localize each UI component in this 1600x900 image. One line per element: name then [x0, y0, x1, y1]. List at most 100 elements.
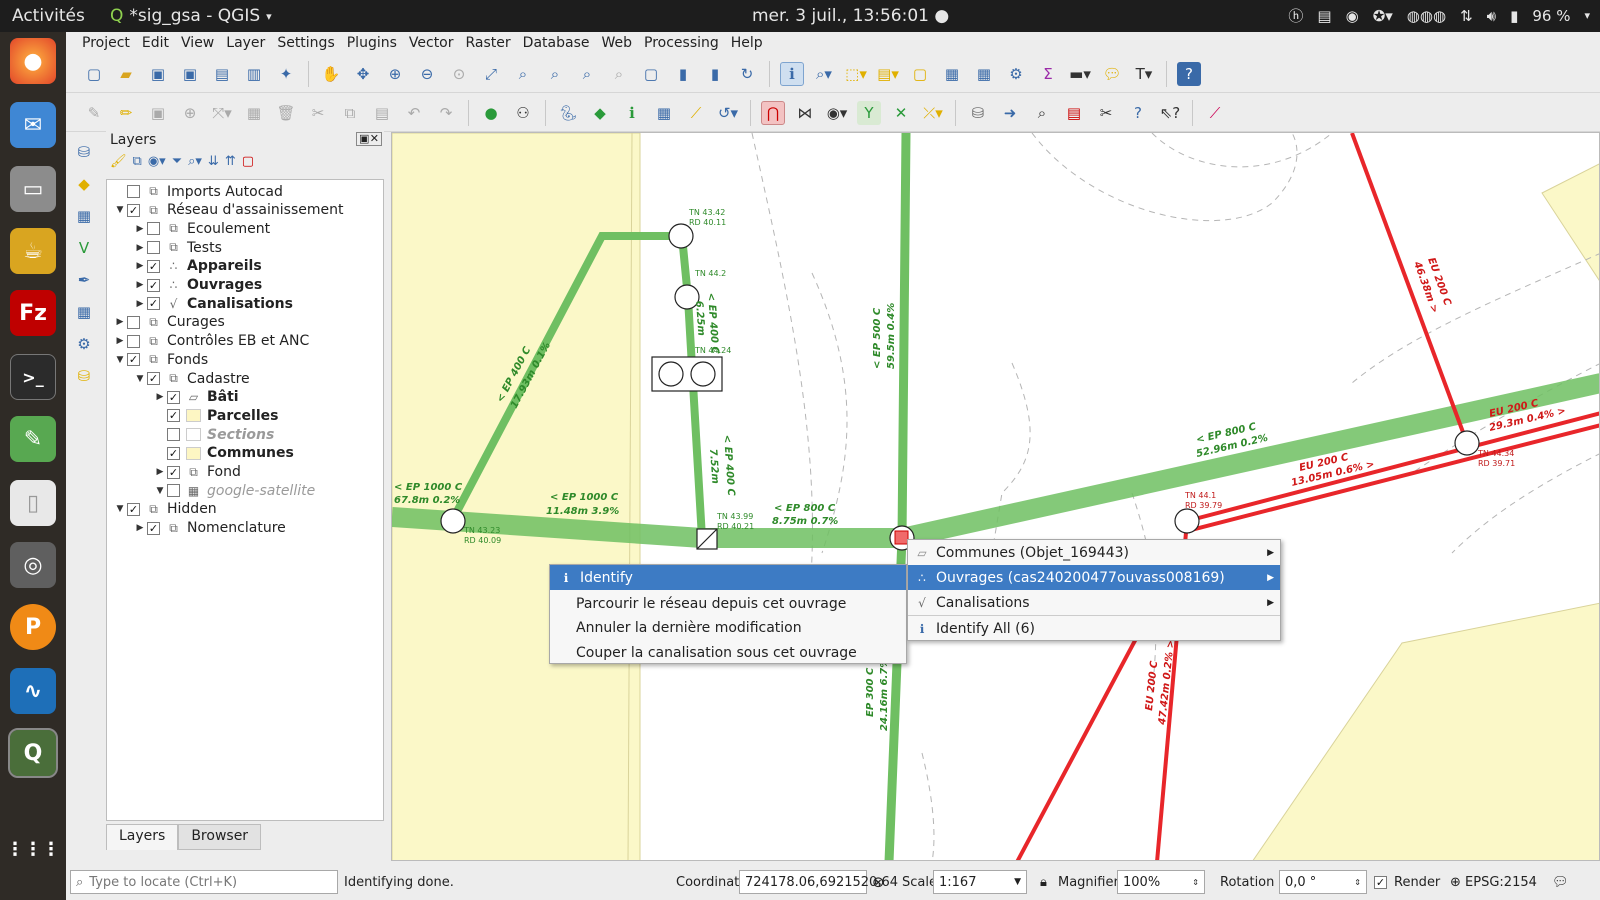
arrow-right-icon[interactable]: ➜: [1003, 103, 1017, 122]
merge-icon[interactable]: ⤫▾: [923, 103, 943, 122]
layer-visibility-checkbox[interactable]: [147, 241, 160, 255]
menu-settings[interactable]: Settings: [277, 35, 335, 51]
select-by-value-icon[interactable]: ▤▾: [877, 64, 899, 83]
pan-to-selection-icon[interactable]: ✥: [356, 64, 370, 83]
terminal-icon[interactable]: >_: [10, 354, 56, 400]
expand-arrow-icon[interactable]: ▶: [116, 336, 124, 347]
lock-icon[interactable]: 🔒︎: [1040, 874, 1047, 890]
layer-tree-row[interactable]: ▶⧉Contrôles EB et ANC: [113, 332, 310, 351]
firefox-icon[interactable]: ●: [10, 38, 56, 84]
refresh-icon[interactable]: ↻: [740, 64, 754, 83]
menu-project[interactable]: Project: [82, 35, 130, 51]
show-bookmarks-icon[interactable]: ▮: [710, 64, 720, 83]
render-checkbox[interactable]: ✓: [1374, 875, 1387, 889]
help-book-icon[interactable]: ?: [1177, 61, 1201, 86]
pan-icon[interactable]: ✋: [321, 64, 341, 83]
expand-arrow-icon[interactable]: ▶: [136, 223, 144, 234]
pdf-icon[interactable]: ▤: [1066, 103, 1082, 122]
redo-icon[interactable]: ↷: [439, 103, 453, 122]
apps-grid-icon[interactable]: ⋮⋮⋮: [6, 838, 60, 860]
layer-tree-row[interactable]: ▶✓⧉Nomenclature: [133, 519, 286, 538]
layer-visibility-checkbox[interactable]: ✓: [147, 521, 160, 535]
rotate-icon[interactable]: ↺▾: [717, 103, 739, 122]
layer-tree-row[interactable]: ▼✓⧉Fonds: [113, 350, 209, 369]
layer-tree-row[interactable]: ▶✓∴Ouvrages: [133, 276, 263, 295]
layer-tree-row[interactable]: ▶✓√Canalisations: [133, 294, 293, 313]
vertex-tool-icon[interactable]: ⤧▾: [212, 103, 232, 122]
add-wfs-icon[interactable]: ⚙: [77, 335, 91, 353]
menu-plugins[interactable]: Plugins: [346, 35, 397, 51]
thunderbird-icon[interactable]: ✉: [10, 102, 56, 148]
add-raster-layer-icon[interactable]: ▦: [76, 207, 92, 225]
current-edits-icon[interactable]: ✎: [87, 103, 101, 122]
select-features-icon[interactable]: ⬚▾: [845, 64, 867, 83]
add-vector-layer-icon[interactable]: ◆: [78, 175, 90, 193]
deselect-icon[interactable]: ▢: [912, 64, 928, 83]
scale-combo[interactable]: 1:167▼: [933, 870, 1027, 894]
clipboard-icon[interactable]: ▤: [1317, 6, 1332, 25]
identify-icon[interactable]: ℹ: [780, 61, 804, 86]
add-group-icon[interactable]: ⧉: [132, 154, 142, 169]
attribute-table-icon[interactable]: ▦: [944, 64, 960, 83]
layer-visibility-checkbox[interactable]: ✓: [127, 502, 140, 516]
layer-tree-row[interactable]: ✓Communes: [153, 444, 294, 463]
info-plugin-icon[interactable]: ℹ: [629, 103, 635, 122]
layer-visibility-checkbox[interactable]: ✓: [167, 390, 180, 404]
save-project-icon[interactable]: ▣: [150, 64, 166, 83]
zoom-selection-icon[interactable]: ⌕: [518, 64, 528, 83]
open-project-icon[interactable]: ▰: [120, 64, 132, 83]
annotation-icon[interactable]: 💬︎: [1102, 64, 1122, 83]
expand-arrow-icon[interactable]: ▶: [136, 298, 144, 309]
layer-tree-row[interactable]: ▶✓⧉Fond: [153, 463, 241, 482]
expand-arrow-icon[interactable]: ▶: [116, 317, 124, 328]
expand-arrow-icon[interactable]: ▶: [156, 392, 164, 403]
layer-tree-row[interactable]: ▶✓▱Bâti: [153, 388, 239, 407]
clock[interactable]: mer. 3 juil., 13:56:01 ●: [752, 6, 949, 26]
layer-tree-row[interactable]: ▶⧉Ecoulement: [133, 219, 271, 238]
messages-icon[interactable]: 💬︎: [1552, 874, 1569, 890]
snapping-magnet-icon[interactable]: ⋂: [761, 100, 785, 125]
zoom-next-icon[interactable]: ⌕: [614, 64, 624, 83]
collapse-arrow-icon[interactable]: ▼: [136, 373, 144, 384]
database-icon[interactable]: ⛁: [971, 103, 985, 122]
layer-visibility-checkbox[interactable]: [127, 315, 140, 329]
layer-visibility-checkbox[interactable]: ✓: [147, 259, 160, 273]
expand-all-icon[interactable]: ⇊: [207, 154, 219, 169]
tab-browser[interactable]: Browser: [178, 824, 262, 850]
menu-annuler-modification[interactable]: Annuler la dernière modification: [550, 615, 802, 640]
manage-visibility-icon[interactable]: ◉▾: [147, 154, 166, 169]
accessibility-icon[interactable]: ✪▾: [1372, 6, 1393, 25]
magnifier-spinbox[interactable]: 100%⇕: [1117, 870, 1205, 894]
menu-web[interactable]: Web: [601, 35, 633, 51]
menu-processing[interactable]: Processing: [644, 35, 719, 51]
map-tips-icon[interactable]: ⌕▾: [816, 64, 832, 83]
app-menu[interactable]: Q *sig_gsa - QGIS ▾: [110, 6, 272, 26]
save-as-icon[interactable]: ▣: [182, 64, 198, 83]
layer-tree-row[interactable]: ▼✓⧉Réseau d'assainissement: [113, 201, 344, 220]
zoom-full-icon[interactable]: ⤢: [484, 64, 497, 83]
python-icon[interactable]: 🐍︎: [558, 103, 578, 122]
field-calculator-icon[interactable]: ▦: [976, 64, 992, 83]
zoom-out-icon[interactable]: ⊖: [420, 64, 434, 83]
battery-icon[interactable]: ▮: [1510, 6, 1519, 25]
layers-plugin-icon[interactable]: ◆: [594, 103, 606, 122]
rotation-spinbox[interactable]: 0,0 °⇕: [1279, 870, 1367, 894]
text-annotation-icon[interactable]: T▾: [1135, 64, 1153, 83]
menu-raster[interactable]: Raster: [465, 35, 511, 51]
layer-tree-row[interactable]: Sections: [153, 425, 274, 444]
layer-tree-row[interactable]: ▶⧉Curages: [113, 313, 225, 332]
camera-icon[interactable]: ◎: [10, 542, 56, 588]
collapse-arrow-icon[interactable]: ▼: [116, 354, 124, 365]
filter-icon[interactable]: ⏷: [171, 154, 183, 169]
submenu-identify-all[interactable]: ℹ Identify All (6): [908, 616, 1280, 641]
panel-float-close-buttons[interactable]: ▣✕: [356, 132, 382, 146]
zoom-layer-icon[interactable]: ⌕: [550, 64, 560, 83]
crs-button[interactable]: ⊕ EPSG:2154: [1450, 875, 1537, 890]
layer-visibility-checkbox[interactable]: ✓: [147, 278, 160, 292]
locator-input[interactable]: ⌕ Type to locate (Ctrl+K): [70, 870, 338, 894]
layer-visibility-checkbox[interactable]: ✓: [167, 409, 180, 423]
datasource-manager-icon[interactable]: ⛁: [77, 143, 91, 161]
layer-visibility-checkbox[interactable]: ✓: [127, 353, 140, 367]
filter-legend-icon[interactable]: ⌕▾: [188, 154, 202, 169]
profile-tool-icon[interactable]: ⟋: [1209, 103, 1221, 122]
